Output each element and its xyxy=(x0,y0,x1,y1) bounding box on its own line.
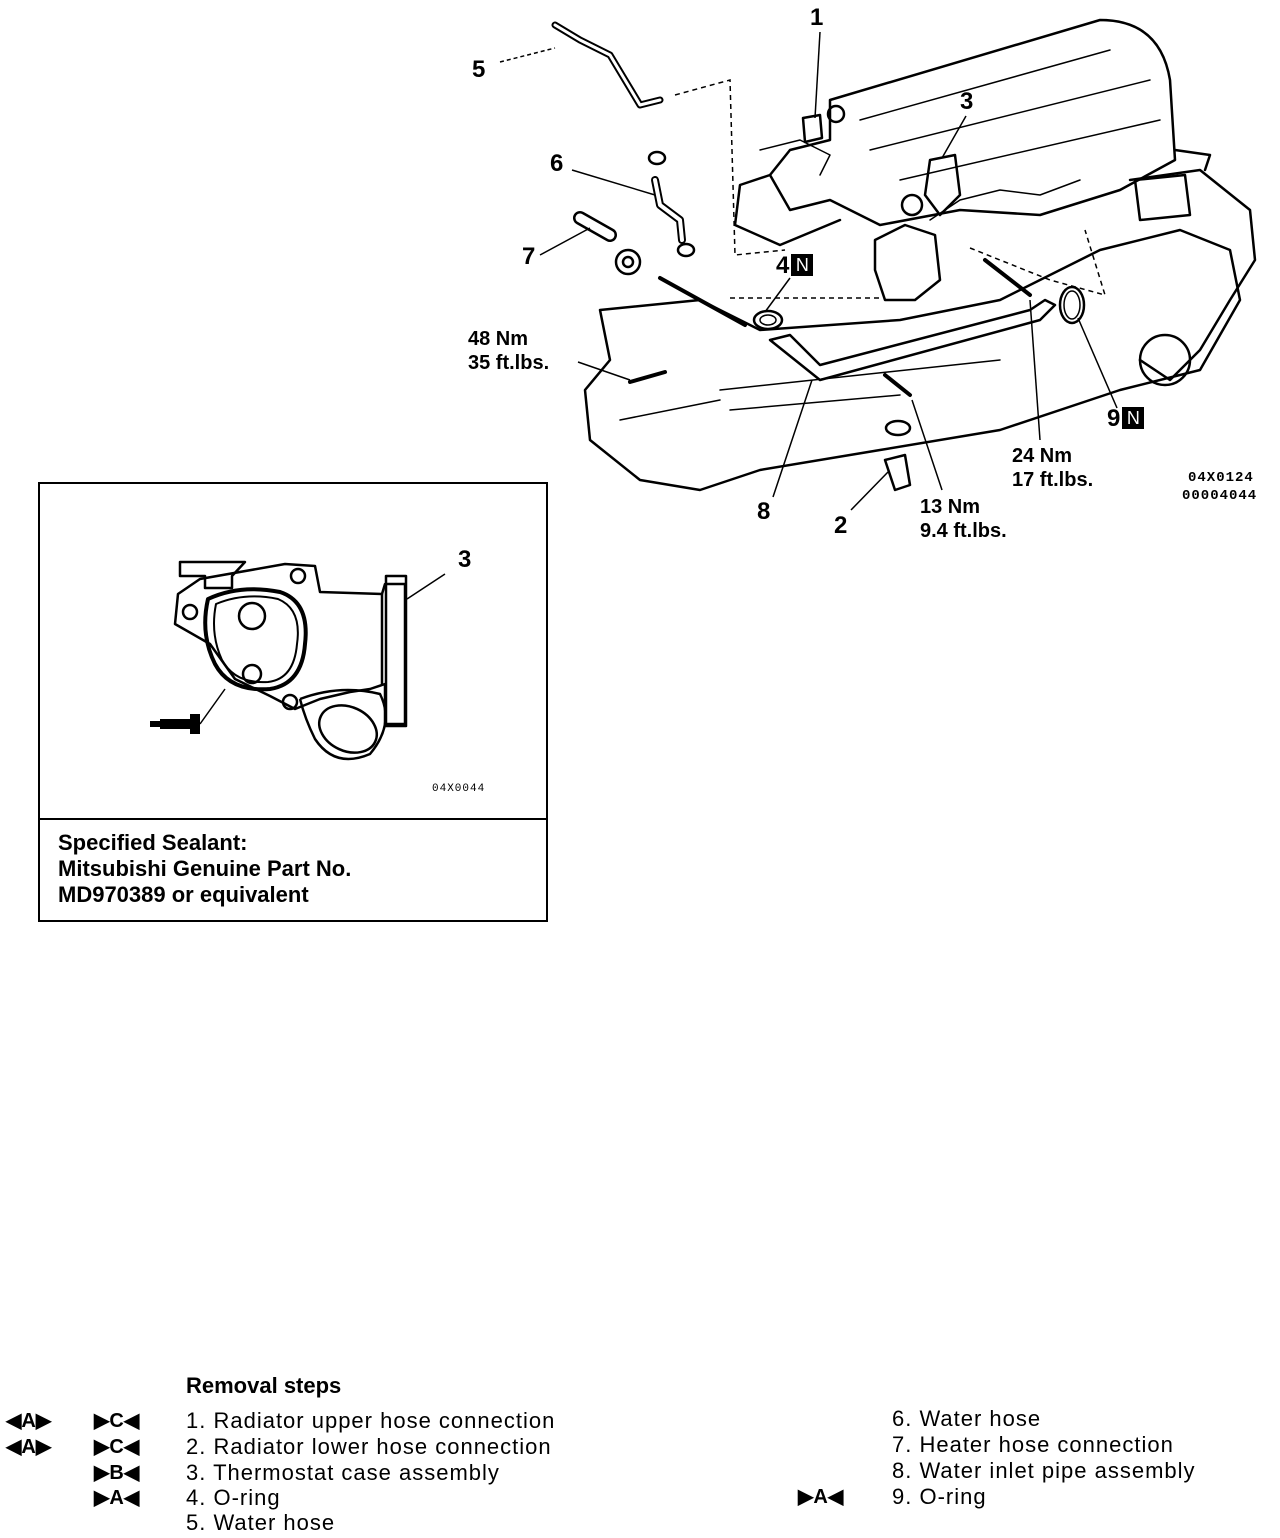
step-1-mark-right: ▶C◀ xyxy=(94,1410,140,1432)
torque-13nm: 13 Nm 9.4 ft.lbs. xyxy=(920,496,1007,542)
sealant-line-3: MD970389 or equivalent xyxy=(58,882,309,907)
engine-block xyxy=(583,228,1242,492)
figure-code-2: 00004044 xyxy=(1182,488,1258,504)
new-part-mark-4: N xyxy=(791,254,814,276)
removal-step-4: 4. O-ring xyxy=(186,1485,281,1510)
sealant-inset: 3 04X0044 Specified Sealant: Mitsubishi … xyxy=(38,482,548,922)
thermostat-case-sealant-drawing xyxy=(150,560,446,761)
removal-step-8: 8. Water inlet pipe assembly xyxy=(892,1458,1196,1483)
removal-step-2: 2. Radiator lower hose connection xyxy=(186,1434,552,1459)
callout-1: 1 xyxy=(810,4,824,31)
callout-4-number: 4 xyxy=(776,252,790,279)
specified-sealant-note: Specified Sealant: Mitsubishi Genuine Pa… xyxy=(58,830,351,908)
removal-step-3: 3. Thermostat case assembly xyxy=(186,1460,500,1485)
inset-figure-code: 04X0044 xyxy=(432,783,486,795)
removal-step-7: 7. Heater hose connection xyxy=(892,1432,1174,1457)
sealant-line-1: Specified Sealant: xyxy=(58,830,248,855)
removal-steps-title: Removal steps xyxy=(186,1373,342,1398)
removal-step-1: 1. Radiator upper hose connection xyxy=(186,1408,556,1433)
callout-8: 8 xyxy=(757,498,771,525)
torque-48nm: 48 Nm 35 ft.lbs. xyxy=(468,328,550,374)
step-3-mark-right: ▶B◀ xyxy=(94,1462,140,1484)
new-part-mark-9: N xyxy=(1122,407,1145,429)
cylinder-head xyxy=(768,18,1177,227)
inset-callout-3: 3 xyxy=(458,546,472,573)
step-9-mark-right: ▶A◀ xyxy=(798,1486,844,1508)
radiator-lower-hose-2 xyxy=(883,453,912,492)
callout-2: 2 xyxy=(834,512,848,539)
step-1-mark-left: ◀A▶ xyxy=(6,1410,52,1432)
callout-7: 7 xyxy=(522,243,536,270)
radiator-upper-hose-1 xyxy=(801,113,824,144)
torque-24nm: 24 Nm 17 ft.lbs. xyxy=(1012,445,1094,491)
removal-step-5: 5. Water hose xyxy=(186,1510,336,1535)
step-2-mark-left: ◀A▶ xyxy=(6,1436,52,1458)
callout-5: 5 xyxy=(472,56,486,83)
o-ring-9 xyxy=(1063,290,1081,320)
o-ring-4 xyxy=(759,314,777,326)
removal-step-6: 6. Water hose xyxy=(892,1406,1042,1431)
callout-3: 3 xyxy=(960,88,974,115)
sealant-line-2: Mitsubishi Genuine Part No. xyxy=(58,856,352,881)
callout-9-number: 9 xyxy=(1107,405,1121,432)
step-4-mark-right: ▶A◀ xyxy=(94,1487,140,1509)
figure-code: 04X0124 xyxy=(1188,470,1254,486)
step-2-mark-right: ▶C◀ xyxy=(94,1436,140,1458)
inset-divider xyxy=(40,818,546,820)
water-inlet-pipe xyxy=(768,298,1057,382)
engine-cooling-diagram xyxy=(499,18,1257,511)
callout-6: 6 xyxy=(550,150,564,177)
thermostat-housing xyxy=(873,223,942,302)
removal-step-9: 9. O-ring xyxy=(892,1484,987,1509)
water-hose-5 xyxy=(551,21,664,109)
